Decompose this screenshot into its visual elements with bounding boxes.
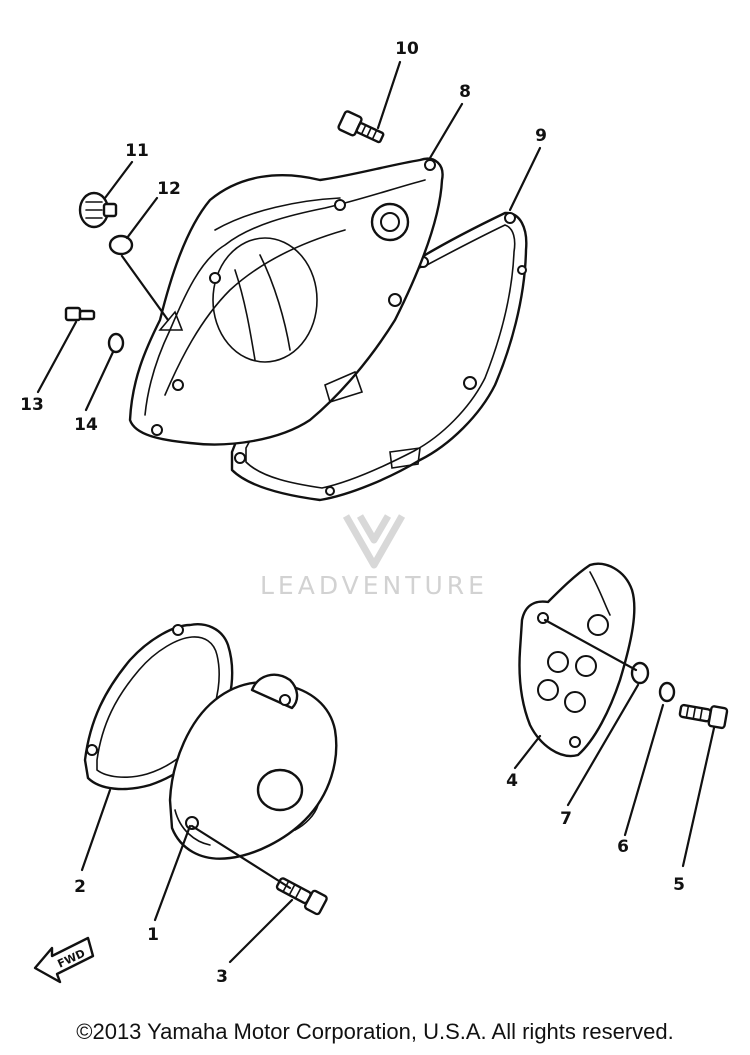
bolt-10 xyxy=(337,110,385,144)
callout-5: 5 xyxy=(673,875,685,895)
callout-3: 3 xyxy=(216,967,228,987)
sprocket-cover xyxy=(518,562,636,758)
callout-9: 9 xyxy=(535,126,547,146)
generator-cover xyxy=(168,673,338,860)
crankcase-cover xyxy=(128,157,444,446)
watermark-text: LEADVENTURE xyxy=(260,571,488,600)
fwd-arrow-icon: FWD xyxy=(33,936,95,984)
callout-14: 14 xyxy=(74,415,98,435)
washer-6 xyxy=(658,681,676,703)
watermark-logo-icon xyxy=(342,514,406,569)
callout-labels: 10 8 9 11 12 13 14 2 1 3 4 7 6 5 xyxy=(20,39,685,987)
callout-10: 10 xyxy=(395,39,419,59)
watermark: LEADVENTURE xyxy=(260,514,488,600)
callout-7: 7 xyxy=(560,809,572,829)
washer-14 xyxy=(107,332,125,354)
callout-4: 4 xyxy=(506,771,518,791)
leader-lines xyxy=(36,60,716,964)
callout-1: 1 xyxy=(147,925,159,945)
copyright-notice: ©2013 Yamaha Motor Corporation, U.S.A. A… xyxy=(76,1019,674,1044)
callout-12: 12 xyxy=(157,179,181,199)
callout-11: 11 xyxy=(125,141,149,161)
washer-7 xyxy=(630,661,650,685)
callout-8: 8 xyxy=(459,82,471,102)
bolt-5 xyxy=(678,703,729,730)
callout-13: 13 xyxy=(20,395,44,415)
o-ring xyxy=(108,234,134,256)
oil-filler-plug xyxy=(78,191,118,229)
bolt-13 xyxy=(64,306,96,322)
callout-6: 6 xyxy=(617,837,629,857)
callout-2: 2 xyxy=(74,877,86,897)
